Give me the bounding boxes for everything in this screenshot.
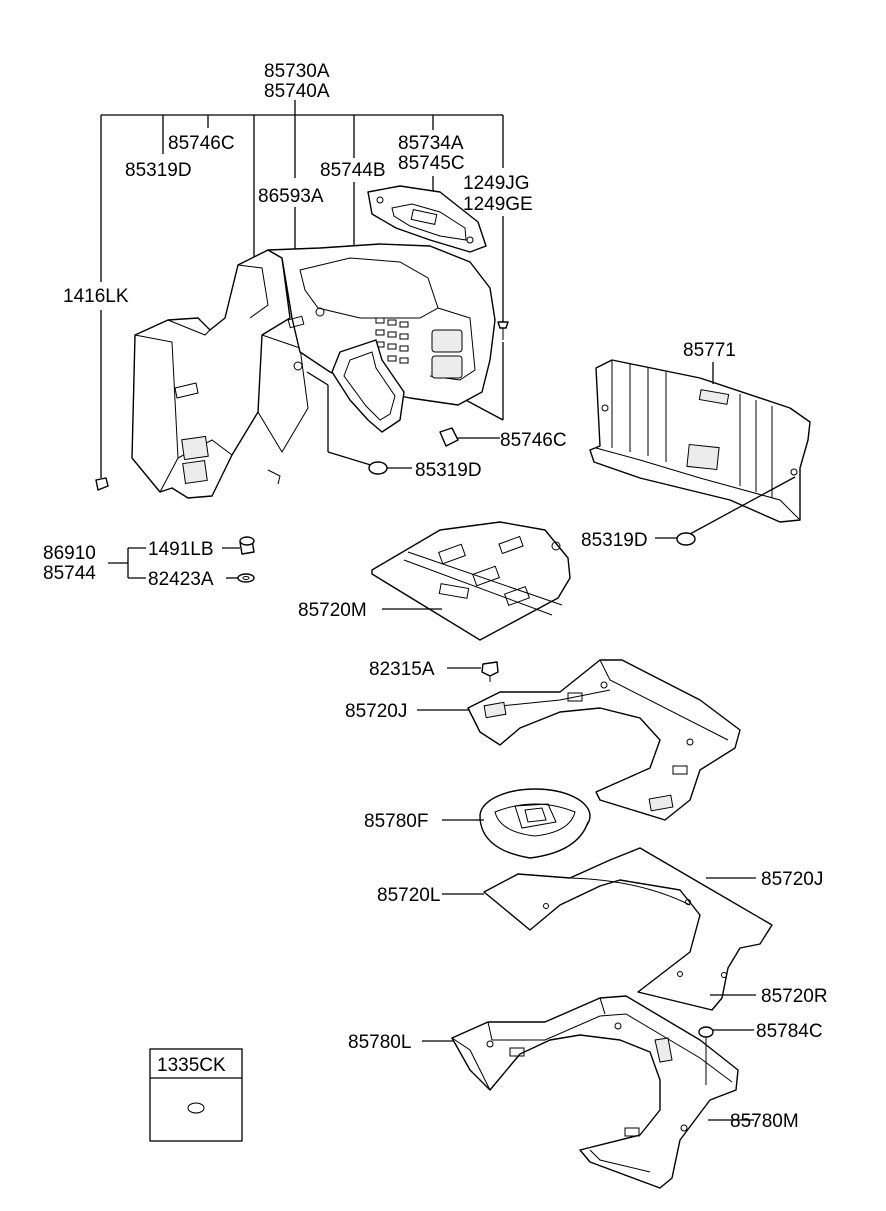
label-85730A: 85730A [264, 61, 330, 82]
plug-icon [187, 1102, 205, 1114]
label-85720M: 85720M [298, 600, 367, 621]
clip-82315A [481, 661, 499, 682]
label-82315A: 82315A [369, 659, 435, 680]
fastener-clips-top [95, 315, 509, 491]
label-85734A: 85734A [398, 133, 464, 154]
label-1335CK: 1335CK [157, 1055, 226, 1076]
label-85740A: 85740A [264, 81, 330, 102]
quarter-trim-right-panel [267, 243, 496, 406]
label-85771: 85771 [683, 340, 736, 361]
label-85780F: 85780F [364, 811, 428, 832]
rear-panel-leaders [655, 362, 796, 546]
rear-trim-panel [589, 359, 811, 523]
floor-covering-leaders [442, 877, 756, 996]
label-1491LB: 1491LB [148, 539, 214, 560]
label-85746C-top: 85746C [168, 133, 235, 154]
label-85784C: 85784C [756, 1021, 823, 1042]
label-85780L: 85780L [348, 1032, 411, 1053]
grommet-1491LB [239, 536, 255, 555]
label-85319D-right: 85319D [581, 530, 648, 551]
label-85744: 85744 [43, 563, 96, 584]
label-85720J-right: 85720J [761, 869, 823, 890]
washer-82423A [237, 573, 255, 583]
trim-bracket [331, 339, 405, 433]
label-1249JG: 1249JG [463, 173, 530, 194]
trim-cover-panel [367, 185, 487, 253]
spare-tray-85780F [479, 788, 591, 859]
label-1416LK: 1416LK [63, 286, 129, 307]
label-86910: 86910 [43, 543, 96, 564]
label-85746C-mid: 85746C [500, 430, 567, 451]
quarter-trim-left-panel [131, 249, 309, 499]
label-1249GE: 1249GE [463, 194, 533, 215]
label-85745C: 85745C [398, 153, 465, 174]
label-85744B: 85744B [320, 160, 386, 181]
label-85780M: 85780M [730, 1111, 799, 1132]
callout-box-1335CK [149, 1048, 243, 1142]
label-85319D-top: 85319D [125, 160, 192, 181]
lower-tray-85780L-M [451, 995, 739, 1189]
label-86593A: 86593A [258, 186, 324, 207]
part-labels: 85730A 85740A 85746C 85319D 85734A 85745… [43, 61, 828, 1132]
luggage-carrier-85720J [467, 659, 741, 821]
bolt-85784C [698, 1026, 714, 1085]
label-85720R: 85720R [761, 986, 828, 1007]
label-85720J-top: 85720J [345, 701, 407, 722]
floor-mat-85720M [371, 521, 571, 641]
label-82423A: 82423A [148, 569, 214, 590]
floor-covering-85720L-R [483, 847, 773, 1011]
top-leader-lines [100, 100, 504, 478]
lower-tray-leaders [422, 1029, 754, 1121]
label-85319D-mid: 85319D [415, 460, 482, 481]
label-85720L: 85720L [377, 885, 440, 906]
